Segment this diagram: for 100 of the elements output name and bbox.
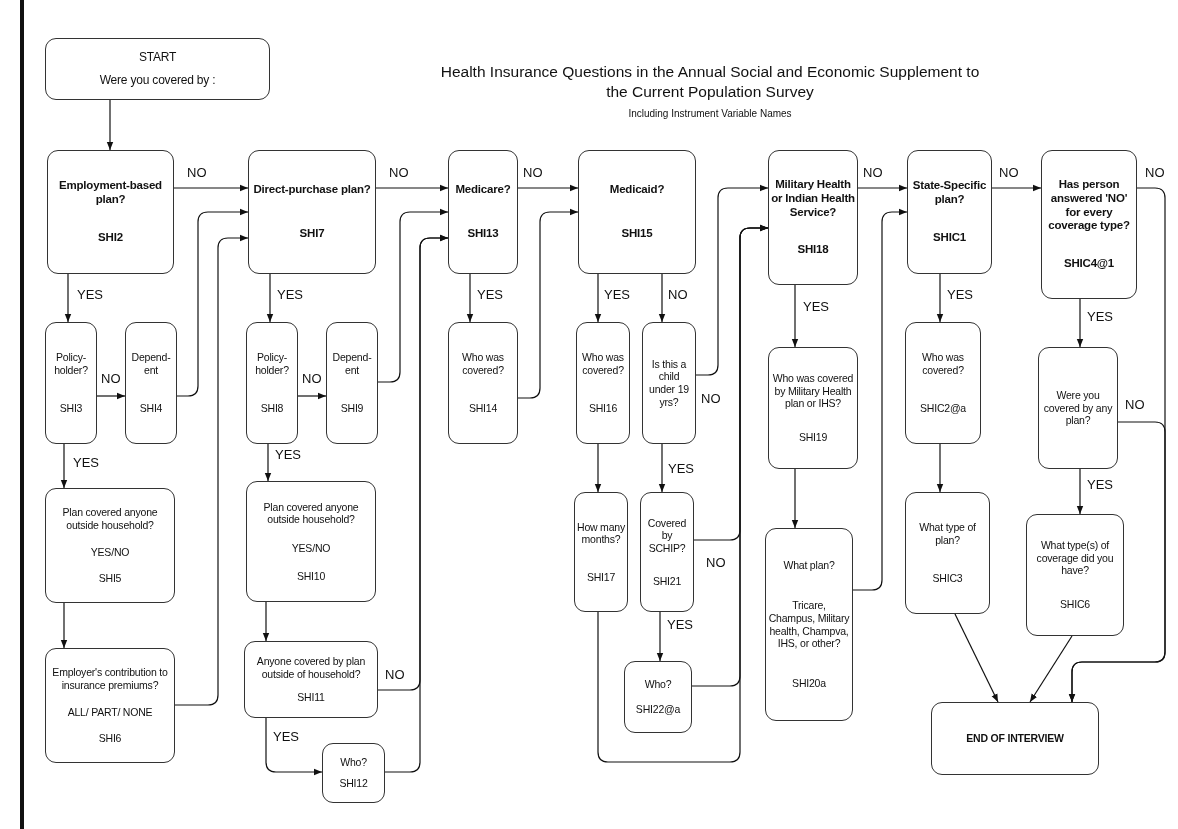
question-box	[448, 322, 518, 444]
question-box	[45, 648, 175, 763]
question-text: Were you covered by :	[99, 73, 216, 88]
variable-name: SHIC3	[932, 572, 963, 585]
decision-box	[907, 150, 992, 274]
arrow	[517, 184, 579, 192]
question-box	[576, 322, 630, 444]
variable-name: SHIC2@a	[920, 402, 966, 415]
question-text: Military Health or Indian Health Service?	[771, 177, 855, 220]
arrow	[691, 224, 769, 687]
variable-name: SHI11	[297, 691, 325, 704]
question-box	[246, 481, 376, 602]
arrow	[60, 602, 68, 649]
arrow	[954, 613, 999, 703]
end-label: END OF INTERVIEW	[966, 732, 1064, 745]
variable-name: SHI19	[798, 431, 828, 444]
arrow	[936, 273, 944, 323]
question-text: Employer's contribution to insurance premiums?	[51, 666, 169, 692]
subtitle: Including Instrument Variable Names	[627, 108, 793, 119]
variable-name: SHI20a	[792, 677, 826, 690]
arrow	[1076, 298, 1084, 348]
question-box	[244, 641, 378, 718]
question-text: What type of plan?	[918, 521, 977, 547]
variable-name: SHI18	[797, 243, 829, 258]
question-box	[624, 661, 692, 733]
question-text: Plan covered anyone outside household?	[262, 500, 360, 526]
arrow	[466, 273, 474, 323]
variable-name: SHI12	[339, 777, 368, 791]
arrow	[264, 443, 272, 482]
question-text: What plan?	[783, 559, 835, 572]
variable-name: SHI22@a	[635, 703, 681, 717]
question-box	[45, 488, 175, 603]
question-text: Has person answered 'NO' for every coverage type?	[1047, 178, 1131, 234]
start-label: START	[138, 50, 177, 65]
variable-name: SHI21	[652, 574, 682, 588]
arrow	[656, 611, 664, 662]
question-box	[642, 322, 696, 444]
arrow	[852, 208, 908, 591]
question-text: Medicare?	[455, 183, 511, 198]
arrow	[857, 184, 908, 192]
decision-box	[1041, 150, 1137, 299]
arrow	[1068, 421, 1166, 703]
question-text: How many months?	[577, 520, 625, 546]
question-box	[768, 347, 858, 469]
answer-options: Tricare, Champus, Military health, Champva, IHS, or other?	[768, 599, 850, 650]
question-box	[326, 322, 378, 444]
arrow	[695, 184, 769, 376]
arrow	[594, 273, 602, 323]
variable-name: SHI6	[98, 732, 122, 745]
arrow	[791, 468, 799, 529]
arrow	[936, 443, 944, 493]
variable-name: SHI13	[467, 226, 499, 241]
question-text: What type(s) of coverage did you have?	[1035, 539, 1115, 577]
question-text: Policy-holder?	[254, 351, 290, 377]
question-text: Employment-based plan?	[58, 178, 163, 207]
arrow	[297, 392, 327, 400]
answer-options: YES/NO	[90, 545, 130, 559]
variable-name: SHI2	[98, 231, 123, 246]
arrow	[594, 443, 602, 493]
question-text: Who was covered by Military Health plan or IHS?	[771, 372, 855, 410]
end-box	[931, 702, 1099, 775]
variable-name: SHI7	[299, 226, 325, 241]
question-box	[640, 492, 694, 612]
arrow	[96, 392, 126, 400]
arrow	[1029, 635, 1073, 703]
variable-name: SHI15	[621, 226, 653, 241]
arrow	[375, 184, 449, 192]
decision-box	[248, 150, 376, 274]
arrow	[384, 234, 449, 773]
decision-box	[47, 150, 174, 274]
arrow	[106, 99, 114, 151]
question-text: Depend-ent	[331, 351, 373, 377]
arrow	[1076, 468, 1084, 515]
variable-name: SHI10	[296, 569, 326, 583]
question-box	[1026, 514, 1124, 636]
variable-name: SHI14	[468, 402, 498, 415]
decision-box	[768, 150, 858, 285]
question-box	[765, 528, 853, 721]
question-text: Anyone covered by plan outside of household?	[255, 655, 367, 681]
answer-options: ALL/ PART/ NONE	[67, 705, 153, 719]
question-text: Who?	[644, 677, 672, 691]
diagram-title: Health Insurance Questions in the Annual Social and Economic Supplement to the Current Population Survey	[440, 62, 980, 103]
decision-box	[448, 150, 518, 274]
question-text: Depend-ent	[130, 351, 172, 377]
question-box	[125, 322, 177, 444]
variable-name: SHI5	[98, 572, 122, 585]
arrow	[658, 443, 666, 493]
start-box	[45, 38, 270, 100]
question-text: Who was covered?	[921, 351, 965, 377]
arrow	[658, 273, 666, 323]
arrow	[265, 717, 323, 776]
arrow	[377, 208, 449, 383]
answer-options: YES/NO	[291, 541, 331, 555]
question-box	[905, 492, 990, 614]
question-box	[1038, 347, 1118, 469]
decision-box	[578, 150, 696, 274]
variable-name: SHI17	[586, 570, 616, 584]
question-text: Covered by SCHIP?	[646, 516, 688, 555]
variable-name: SHI4	[139, 402, 163, 415]
variable-name: SHIC6	[1060, 598, 1090, 611]
